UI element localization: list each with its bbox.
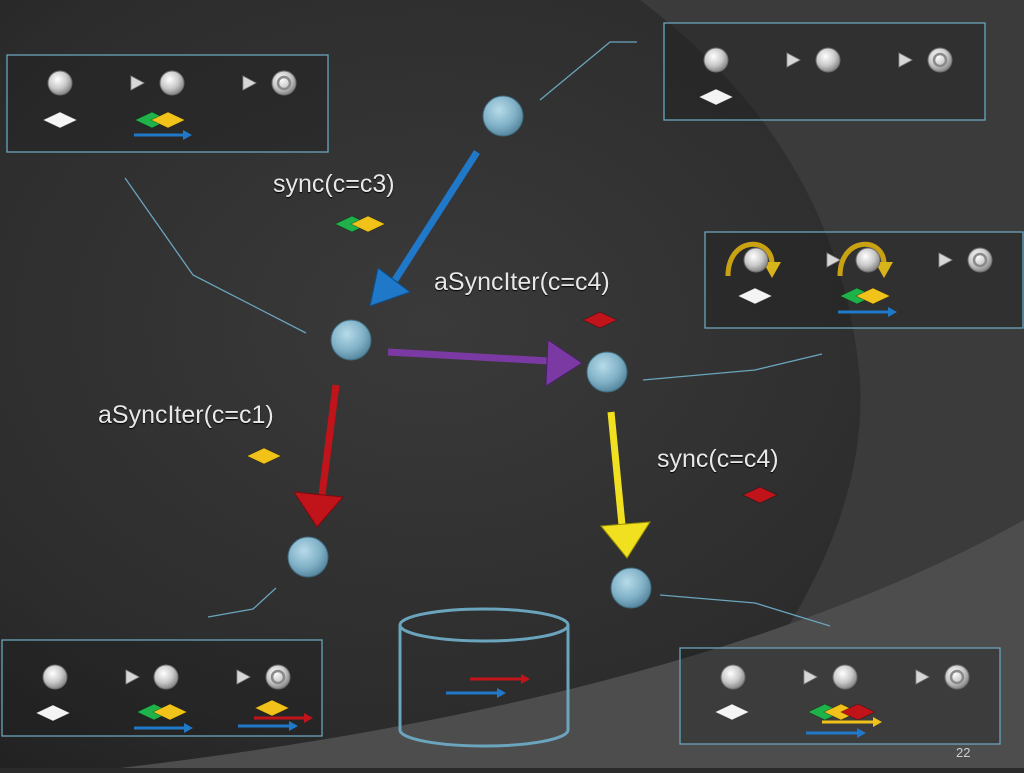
loop-arc bbox=[837, 241, 887, 277]
transition-arrow-head bbox=[803, 669, 818, 685]
loop-arrow-head bbox=[875, 262, 893, 278]
state-box-bottom-right bbox=[679, 647, 1001, 745]
state-ball bbox=[47, 70, 73, 96]
transition-arrow-head bbox=[125, 669, 140, 685]
state-ball bbox=[42, 664, 68, 690]
arrow-head-blue bbox=[369, 267, 412, 307]
final-ring bbox=[276, 75, 292, 91]
channel-arrow-head bbox=[497, 688, 506, 698]
loop-arc bbox=[725, 241, 775, 277]
state-ball bbox=[271, 70, 297, 96]
token-diamond bbox=[582, 311, 618, 329]
channel-arrow-head bbox=[873, 717, 882, 727]
channel-arrow-head bbox=[289, 721, 298, 731]
background-band bbox=[120, 520, 1024, 768]
token-diamond bbox=[35, 704, 71, 722]
node-bottom-right bbox=[610, 567, 652, 609]
connector-lines bbox=[124, 41, 831, 627]
node-top bbox=[482, 95, 524, 137]
token-diamond bbox=[254, 699, 290, 717]
state-ball bbox=[153, 664, 179, 690]
token-diamond bbox=[714, 703, 750, 721]
state-ball bbox=[855, 247, 881, 273]
state-ball bbox=[159, 70, 185, 96]
transition-arrow-head bbox=[938, 252, 953, 268]
transition-arrow-head bbox=[236, 669, 251, 685]
state-box-top-left bbox=[6, 54, 329, 153]
state-ball bbox=[265, 664, 291, 690]
transition-arrow-head bbox=[242, 75, 257, 91]
channel-arrow-head bbox=[183, 130, 192, 140]
page-number: 22 bbox=[956, 745, 971, 760]
channel-arrow-head bbox=[184, 723, 193, 733]
channel-arrow-head bbox=[304, 713, 313, 723]
node-right bbox=[586, 351, 628, 393]
token-diamond bbox=[150, 111, 186, 129]
channel-arrow-head bbox=[857, 728, 866, 738]
token-diamond bbox=[855, 287, 891, 305]
token-diamond bbox=[737, 287, 773, 305]
final-ring bbox=[949, 669, 965, 685]
arrow-head-red bbox=[293, 491, 345, 528]
label-async-c4: aSyncIter(c=c4) bbox=[434, 268, 610, 296]
label-sync-c4: sync(c=c4) bbox=[657, 445, 779, 473]
node-middle bbox=[330, 319, 372, 361]
state-ball bbox=[703, 47, 729, 73]
state-ball bbox=[927, 47, 953, 73]
channel-arrow-head bbox=[521, 674, 530, 684]
arrow-shaft-yellow bbox=[607, 411, 626, 526]
final-ring bbox=[932, 52, 948, 68]
state-nodes bbox=[287, 95, 652, 609]
token-diamond bbox=[42, 111, 78, 129]
state-ball bbox=[832, 664, 858, 690]
transition-arrow-head bbox=[786, 52, 801, 68]
final-ring bbox=[972, 252, 988, 268]
final-ring bbox=[270, 669, 286, 685]
transition-arrow-head bbox=[826, 252, 841, 268]
label-marks bbox=[246, 215, 778, 504]
arrow-shaft-purple bbox=[387, 348, 551, 365]
token-diamond bbox=[152, 703, 188, 721]
transition-arrow-head bbox=[898, 52, 913, 68]
state-ball bbox=[720, 664, 746, 690]
arrow-shaft-blue bbox=[392, 150, 480, 282]
transition-arrows bbox=[293, 150, 651, 559]
transition-arrow-head bbox=[130, 75, 145, 91]
state-ball bbox=[944, 664, 970, 690]
transition-arrow-head bbox=[915, 669, 930, 685]
state-ball bbox=[815, 47, 841, 73]
loop-arrow-head bbox=[763, 262, 781, 278]
arrow-shaft-red bbox=[318, 384, 340, 496]
arrow-head-yellow bbox=[600, 521, 651, 559]
token-diamond bbox=[840, 703, 876, 721]
label-async-c1: aSyncIter(c=c1) bbox=[98, 401, 274, 429]
label-sync-c3: sync(c=c3) bbox=[273, 170, 395, 198]
token-diamond bbox=[698, 88, 734, 106]
token-diamond bbox=[350, 215, 386, 233]
node-bottom-left bbox=[287, 536, 329, 578]
state-ball bbox=[743, 247, 769, 273]
channel-arrow-head bbox=[888, 307, 897, 317]
state-ball bbox=[967, 247, 993, 273]
store-cylinder bbox=[398, 607, 570, 748]
box-contents bbox=[35, 47, 993, 738]
token-diamond bbox=[246, 447, 282, 465]
arrow-head-purple bbox=[545, 339, 583, 387]
token-diamond bbox=[742, 486, 778, 504]
